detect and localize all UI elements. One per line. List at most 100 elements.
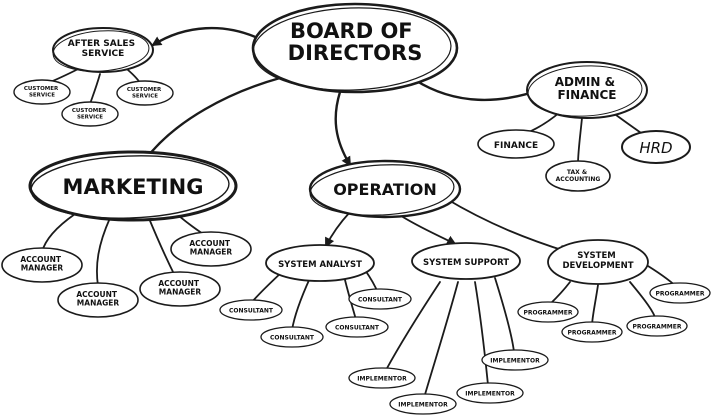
edge-syssupport-imp2 [423, 281, 459, 399]
node-account-manager-3: ACCOUNT MANAGER [139, 271, 221, 307]
edge-board-marketing [143, 76, 282, 162]
node-admin-finance: ADMIN & FINANCE [526, 61, 648, 119]
node-programmer-4: PROGRAMMER [649, 282, 711, 304]
node-implementor-3: IMPLEMENTOR [456, 382, 524, 404]
node-programmer-2: PROGRAMMER [561, 321, 623, 343]
node-label: PROGRAMMER [568, 330, 617, 337]
node-label: FINANCE [494, 141, 538, 151]
node-label: CONSULTANT [270, 335, 315, 342]
node-customer-service-1: CUSTOMER SERVICE [13, 79, 71, 105]
edge-marketing-am1 [41, 213, 76, 253]
edge-operation-sysanalyst [325, 211, 351, 248]
node-marketing: MARKETING [28, 150, 238, 222]
node-label: SYSTEM ANALYST [278, 260, 362, 270]
node-hrd: HRD [621, 130, 691, 164]
node-label: PROGRAMMER [633, 324, 682, 331]
node-label-line: ACCOUNT [76, 290, 118, 299]
node-operation: OPERATION [308, 159, 462, 219]
node-customer-service-2: CUSTOMER SERVICE [61, 101, 119, 127]
edge-sysanalyst-con2 [291, 277, 311, 331]
node-label-line: FINANCE [557, 88, 616, 102]
node-label: ACCOUNT MANAGER [20, 255, 63, 273]
edge-sysdev-prog2 [591, 284, 599, 327]
node-label-line: SERVICE [82, 49, 125, 59]
node-label: BOARD OF DIRECTORS [288, 19, 423, 65]
node-consultant-4: CONSULTANT [348, 288, 412, 310]
node-consultant-1: CONSULTANT [219, 299, 283, 321]
node-label: HRD [639, 139, 672, 157]
edge-syssupport-imp3 [474, 281, 489, 386]
node-label: CONSULTANT [229, 308, 274, 315]
node-label: PROGRAMMER [656, 291, 705, 298]
node-programmer-1: PROGRAMMER [517, 301, 579, 323]
node-implementor-1: IMPLEMENTOR [348, 367, 416, 389]
edge-sysdev-prog3 [629, 281, 657, 321]
node-account-manager-2: ACCOUNT MANAGER [57, 282, 139, 318]
edge-sysanalyst-con1 [251, 271, 283, 303]
node-label: ACCOUNT MANAGER [158, 279, 201, 297]
node-label-line: SERVICE [132, 93, 158, 99]
node-label: MARKETING [63, 175, 204, 199]
node-label: CONSULTANT [335, 325, 380, 332]
node-after-sales-service: AFTER SALES SERVICE [52, 27, 154, 73]
node-consultant-2: CONSULTANT [260, 326, 324, 348]
node-consultant-3: CONSULTANT [325, 316, 389, 338]
edge-marketing-am2 [96, 217, 111, 287]
node-label-line: SYSTEM [577, 251, 615, 261]
node-label: IMPLEMENTOR [357, 376, 407, 383]
node-label: IMPLEMENTOR [490, 358, 540, 365]
node-system-development: SYSTEM DEVELOPMENT [547, 239, 649, 285]
node-label: ADMIN & FINANCE [555, 75, 620, 102]
node-label: TAX & ACCOUNTING [556, 169, 601, 183]
node-label-line: MANAGER [77, 299, 120, 308]
edge-admin-tax [577, 117, 583, 165]
node-label: IMPLEMENTOR [398, 402, 448, 409]
node-account-manager-1: ACCOUNT MANAGER [1, 247, 83, 283]
node-programmer-3: PROGRAMMER [626, 315, 688, 337]
node-label-line: SERVICE [29, 92, 55, 98]
node-label-line: ACCOUNTING [556, 176, 601, 183]
edge-syssupport-imp4 [494, 277, 515, 353]
node-label: CUSTOMER SERVICE [72, 108, 108, 120]
node-finance: FINANCE [477, 129, 555, 159]
node-board-of-directors: BOARD OF DIRECTORS [251, 2, 459, 94]
node-label-line: ACCOUNT [20, 255, 62, 264]
node-label-line: MANAGER [159, 288, 202, 297]
node-label: CUSTOMER SERVICE [127, 87, 163, 99]
edge-syssupport-imp1 [385, 281, 441, 371]
edge-board-aftersales [151, 26, 264, 47]
node-label: SYSTEM SUPPORT [423, 258, 509, 268]
node-label-line: DEVELOPMENT [563, 261, 634, 271]
node-label-line: MANAGER [190, 248, 233, 257]
node-label-line: ACCOUNT [189, 239, 231, 248]
node-label-line: BOARD OF [290, 19, 413, 43]
node-label: IMPLEMENTOR [465, 391, 515, 398]
node-label: PROGRAMMER [524, 310, 573, 317]
node-account-manager-4: ACCOUNT MANAGER [170, 231, 252, 267]
node-label-line: CUSTOMER [127, 87, 162, 93]
node-label-line: ADMIN & [555, 75, 615, 89]
node-label: AFTER SALES SERVICE [68, 39, 138, 59]
node-implementor-4: IMPLEMENTOR [481, 349, 549, 371]
edge-board-admin [413, 78, 547, 102]
node-label-line: CUSTOMER [24, 86, 59, 92]
node-label: CONSULTANT [358, 297, 403, 304]
node-label-line: DIRECTORS [288, 41, 423, 65]
node-customer-service-3: CUSTOMER SERVICE [116, 80, 174, 106]
node-label: SYSTEM DEVELOPMENT [563, 251, 634, 271]
node-label-line: TAX & [567, 169, 587, 176]
node-label: CUSTOMER SERVICE [24, 86, 60, 98]
edge-operation-syssupport [397, 213, 457, 245]
node-label: OPERATION [333, 180, 437, 199]
node-system-analyst: SYSTEM ANALYST [265, 244, 375, 282]
node-label: ACCOUNT MANAGER [76, 290, 119, 308]
node-tax-accounting: TAX & ACCOUNTING [545, 160, 611, 192]
node-label-line: CUSTOMER [72, 108, 107, 114]
node-label-line: ACCOUNT [158, 279, 200, 288]
node-label: ACCOUNT MANAGER [189, 239, 232, 257]
edge-operation-sysdev [444, 197, 570, 255]
node-label-line: AFTER SALES [68, 39, 135, 49]
edge-board-operation [334, 90, 352, 167]
node-label-line: SERVICE [77, 114, 103, 120]
